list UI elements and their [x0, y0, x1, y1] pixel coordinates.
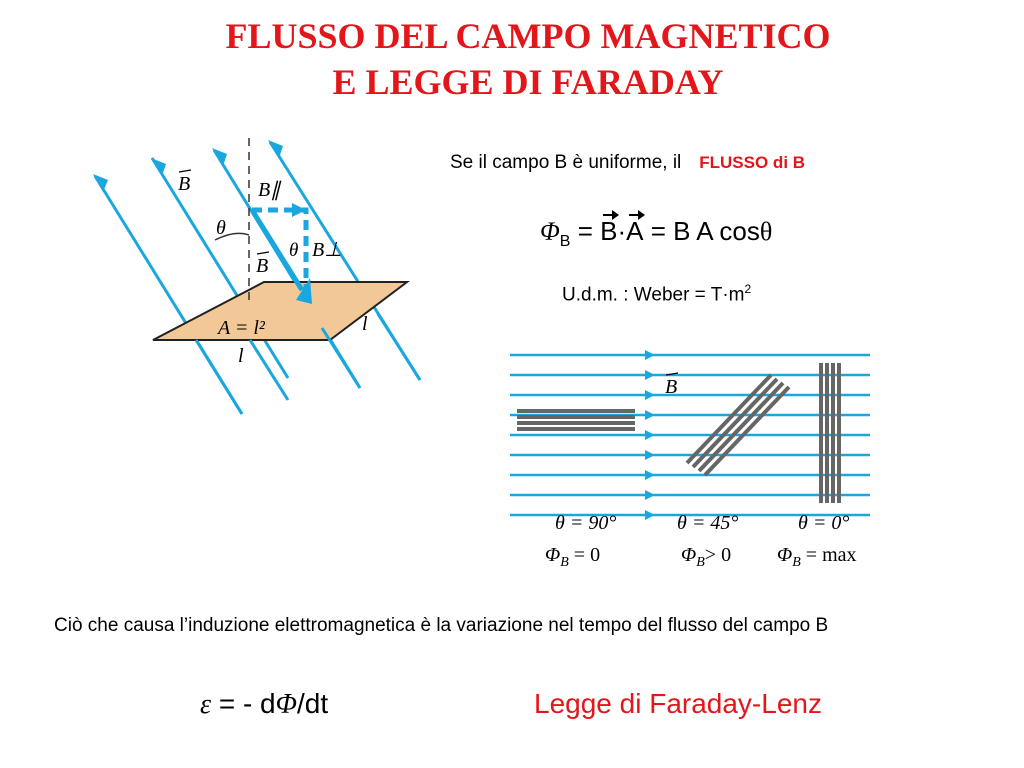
- case-flux-90: ΦB = 0: [545, 544, 600, 570]
- theta-arc-outer: [214, 232, 250, 241]
- case-angle-90: θ = 90°: [555, 512, 616, 534]
- b-vector: [249, 208, 305, 292]
- label-theta-inner: θ: [289, 240, 298, 261]
- field-arrowhead: [212, 148, 227, 166]
- case-flux-45: ΦB> 0: [681, 544, 731, 570]
- loop-orientation-diagram: B θ = 90° θ = 45° θ = 0° ΦB = 0 ΦB> 0 ΦB…: [510, 350, 870, 570]
- label-b-parallel: B∥: [258, 179, 282, 201]
- square-plate: [152, 281, 410, 341]
- title-line-1: FLUSSO DEL CAMPO MAGNETICO: [225, 16, 831, 56]
- units-line: U.d.m. : Weber = T·m2: [562, 282, 752, 306]
- field-line-front: [320, 327, 362, 389]
- flux-highlight: FLUSSO di B: [699, 153, 806, 172]
- title-line-2: E LEGGE DI FARADAY: [332, 62, 724, 102]
- label-b: B: [178, 173, 190, 195]
- label-l-right: l: [362, 313, 368, 335]
- flux-plate-diagram: B B∥ θ θ B⊥ B A = l² l l: [93, 138, 422, 415]
- vector-b: B: [600, 210, 620, 246]
- field-line-front: [376, 313, 422, 381]
- label-theta-outer: θ: [216, 217, 226, 239]
- field-line-front: [194, 339, 244, 415]
- flux-formula: ΦB = B·A = B A cosθ: [540, 210, 773, 251]
- label-b-field: B: [665, 376, 677, 398]
- field-line-front: [248, 339, 290, 401]
- induction-paragraph: Ciò che causa l’induzione elettromagneti…: [54, 615, 829, 636]
- label-l-bottom: l: [238, 345, 244, 367]
- field-arrowhead: [93, 174, 108, 192]
- label-b-inner: B: [256, 255, 268, 277]
- label-area: A = l²: [216, 317, 266, 339]
- label-b-perp: B⊥: [312, 239, 342, 261]
- faraday-lenz-law: Legge di Faraday-Lenz: [534, 688, 822, 719]
- b-parallel-head: [292, 203, 306, 217]
- field-line: [150, 157, 290, 379]
- field-arrowhead: [151, 158, 166, 176]
- case-flux-0: ΦB = max: [777, 544, 857, 570]
- case-angle-45: θ = 45°: [677, 512, 738, 534]
- emf-formula: ε = - dΦ/dt: [200, 688, 329, 720]
- loop-45: [685, 373, 773, 465]
- vector-a: A: [626, 210, 646, 246]
- field-arrowhead: [268, 140, 283, 158]
- case-angle-0: θ = 0°: [798, 512, 849, 534]
